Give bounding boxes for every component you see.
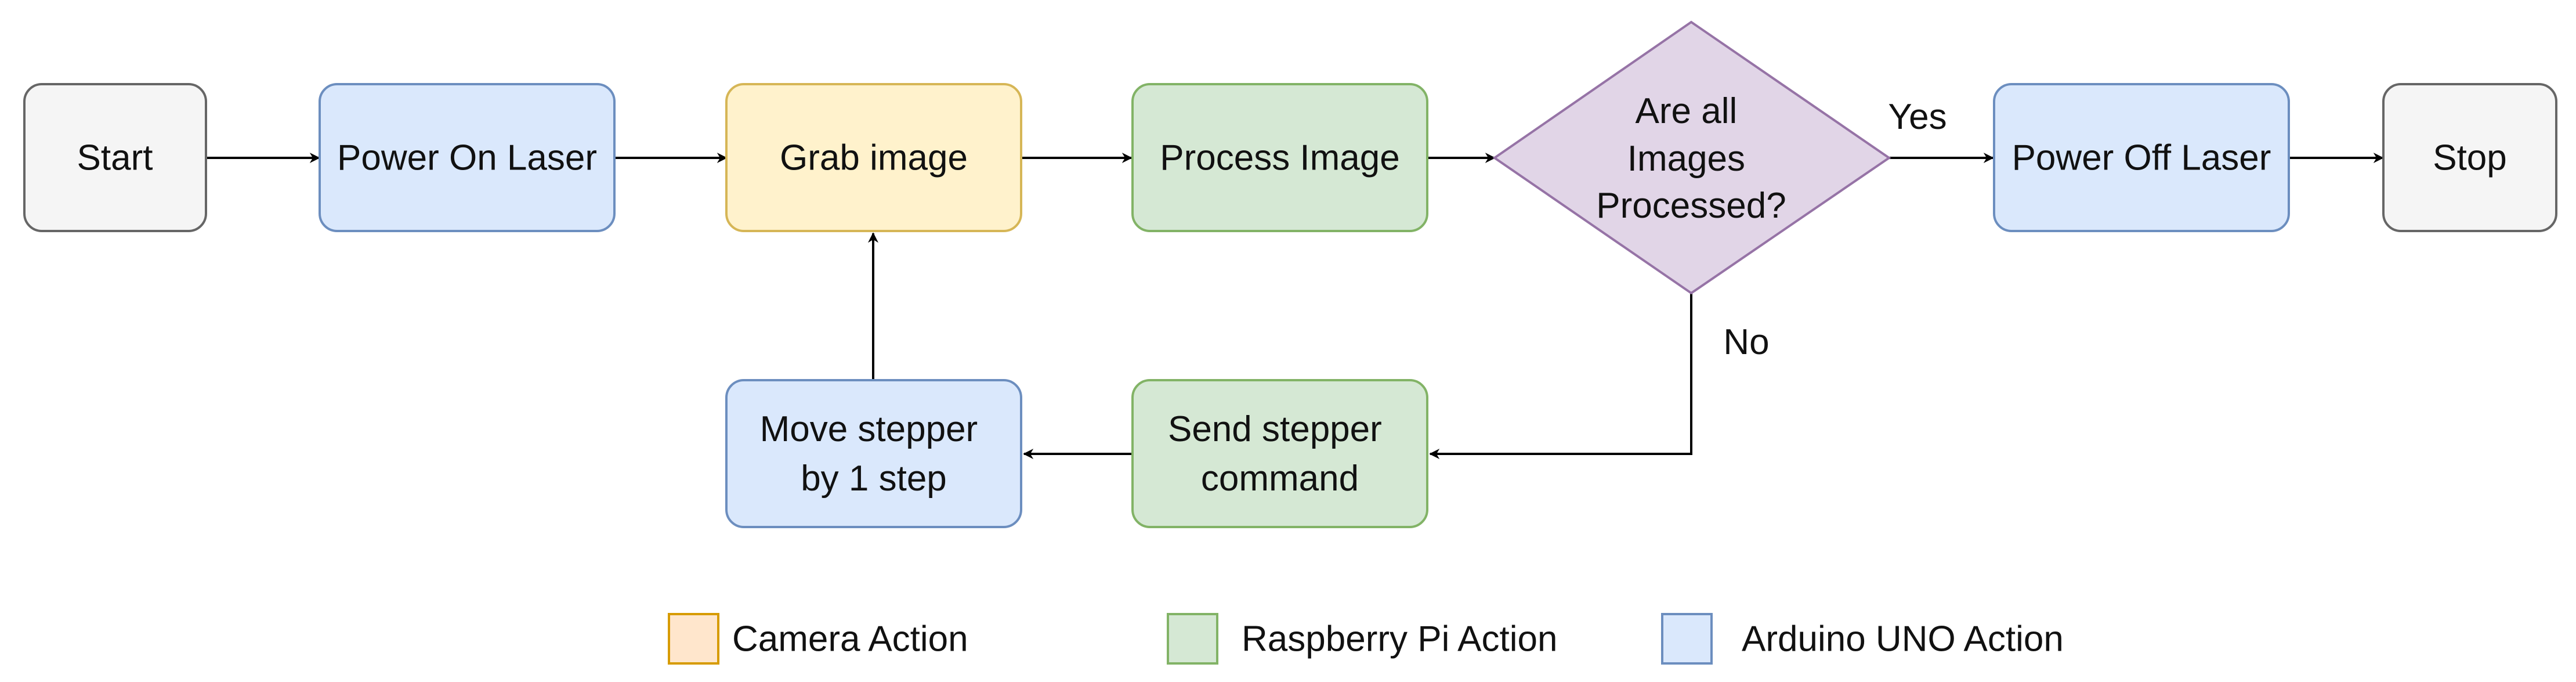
node-power-on-laser[interactable]: Power On Laser bbox=[319, 83, 616, 232]
node-start[interactable]: Start bbox=[23, 83, 207, 232]
node-move-stepper[interactable]: Move stepper by 1 step bbox=[725, 379, 1022, 528]
edges bbox=[207, 153, 2384, 459]
send-line-2: command bbox=[1201, 459, 1359, 499]
no-label: No bbox=[1723, 322, 1769, 362]
node-stop[interactable]: Stop bbox=[2382, 83, 2557, 232]
move-line-1: Move stepper bbox=[760, 409, 978, 449]
power-on-box bbox=[319, 83, 616, 232]
decision-line-1: Are all bbox=[1636, 91, 1738, 131]
legend-label-pi: Raspberry Pi Action bbox=[1242, 619, 1557, 659]
decision-line-3: Processed? bbox=[1596, 186, 1786, 226]
process-box bbox=[1131, 83, 1428, 232]
move-box bbox=[725, 379, 1022, 528]
node-power-off-laser[interactable]: Power Off Laser bbox=[1993, 83, 2290, 232]
move-line-2: by 1 step bbox=[801, 459, 947, 499]
legend-label-arduino: Arduino UNO Action bbox=[1742, 619, 2064, 659]
node-grab-image[interactable]: Grab image bbox=[725, 83, 1022, 232]
grab-box bbox=[725, 83, 1022, 232]
move-label: Move stepper by 1 step bbox=[760, 409, 988, 499]
legend-item-arduino: Arduino UNO Action bbox=[1661, 613, 2064, 665]
yes-label: Yes bbox=[1888, 97, 1947, 137]
start-box bbox=[23, 83, 207, 232]
stop-label: Stop bbox=[2433, 138, 2507, 178]
decision-label: Are all Images Processed? bbox=[1596, 91, 1786, 226]
grab-label: Grab image bbox=[780, 138, 968, 178]
node-decision[interactable]: Are all Images Processed? bbox=[1492, 20, 1891, 295]
legend-swatch-arduino bbox=[1661, 613, 1713, 665]
power-on-label: Power On Laser bbox=[337, 138, 597, 178]
decision-line-2: Images bbox=[1627, 139, 1745, 179]
send-label: Send stepper command bbox=[1168, 409, 1392, 499]
legend-swatch-camera bbox=[668, 613, 719, 665]
legend-label-camera: Camera Action bbox=[732, 619, 968, 659]
decision-diamond bbox=[1492, 20, 1891, 295]
process-label: Process Image bbox=[1160, 138, 1400, 178]
node-process-image[interactable]: Process Image bbox=[1131, 83, 1428, 232]
power-off-box bbox=[1993, 83, 2290, 232]
legend: Camera Action Raspberry Pi Action Arduin… bbox=[668, 613, 2064, 665]
node-send-stepper-command[interactable]: Send stepper command bbox=[1131, 379, 1428, 528]
legend-item-camera: Camera Action bbox=[668, 613, 968, 665]
legend-swatch-pi bbox=[1167, 613, 1218, 665]
start-label: Start bbox=[77, 138, 153, 178]
send-box bbox=[1131, 379, 1428, 528]
stop-box bbox=[2382, 83, 2557, 232]
send-line-1: Send stepper bbox=[1168, 409, 1382, 449]
legend-item-pi: Raspberry Pi Action bbox=[1167, 613, 1557, 665]
power-off-label: Power Off Laser bbox=[2012, 138, 2271, 178]
edge-decision-to-send bbox=[1429, 293, 1692, 459]
